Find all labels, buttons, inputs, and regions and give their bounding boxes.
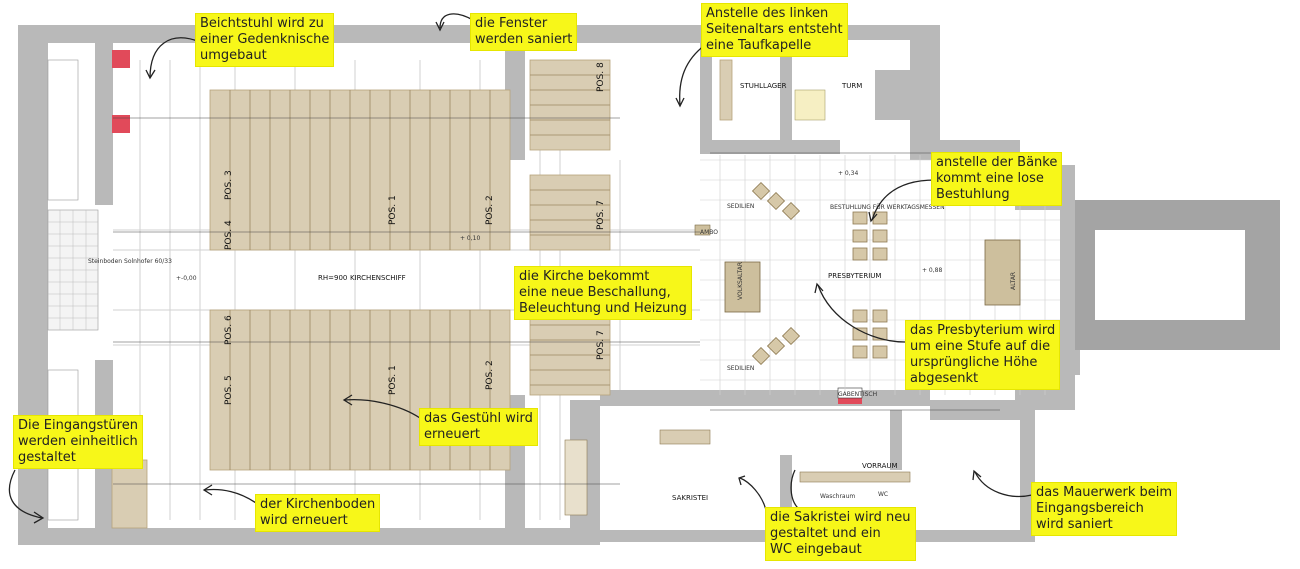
label-pos2-bottom: POS. 2 <box>485 360 495 390</box>
note-line: anstelle der Bänke <box>936 155 1058 170</box>
note-confessional: Beichtstuhl wird zu einer Gedenknische u… <box>196 14 334 66</box>
label-level-088: + 0,88 <box>922 267 942 274</box>
label-turm: TURM <box>841 82 862 90</box>
note-line: abgesenkt <box>910 371 979 386</box>
label-presbyterium: PRESBYTERIUM <box>828 272 881 280</box>
note-line: WC eingebaut <box>770 542 862 557</box>
note-line: einer Gedenknische <box>200 32 330 47</box>
label-pos7-top: POS. 7 <box>596 200 606 230</box>
label-pos5: POS. 5 <box>224 375 234 405</box>
arrow-baptism <box>679 44 706 106</box>
arrow-masonry <box>974 471 1033 498</box>
plan-labels: STUHLLAGER TURM RH=900 KIRCHENSCHIFF PRE… <box>88 62 1017 502</box>
label-pos8: POS. 8 <box>596 62 606 92</box>
label-level-010: + 0,10 <box>460 235 480 242</box>
label-wc: WC <box>878 491 888 498</box>
label-stuhllager: STUHLLAGER <box>740 82 787 90</box>
label-steinboden: Steinboden Solnhofer 60/33 <box>88 258 172 265</box>
label-vorraum: VORRAUM <box>862 462 898 470</box>
note-line: eine Taufkapelle <box>706 38 812 53</box>
arrow-sacristy <box>739 477 767 511</box>
note-line: Eingangsbereich <box>1036 501 1144 516</box>
note-line: ursprüngliche Höhe <box>910 355 1038 370</box>
annotation-arrows <box>8 13 1033 524</box>
label-waschraum: Waschraum <box>820 493 855 500</box>
label-pos2-top: POS. 2 <box>485 195 495 225</box>
note-line: werden einheitlich <box>18 434 138 449</box>
pews-nave <box>111 59 826 529</box>
label-altar: ALTAR <box>1010 272 1017 290</box>
arrow-windows <box>439 13 474 29</box>
label-pos3: POS. 3 <box>224 170 234 200</box>
label-bestuhlung: BESTUHLUNG FÜR WERKTAGSMESSEN <box>830 204 945 211</box>
arrow-presbytery <box>817 284 906 343</box>
note-line: gestaltet und ein <box>770 526 881 541</box>
arrow-confessional <box>149 37 201 79</box>
label-pos7-bottom: POS. 7 <box>596 330 606 360</box>
note-masonry: das Mauerwerk beim Eingangsbereich wird … <box>1032 483 1177 535</box>
note-line: das Gestühl wird <box>424 411 533 426</box>
label-pos1-bottom: POS. 1 <box>388 365 398 395</box>
label-rh: RH=900 <box>318 274 347 282</box>
note-line: wird erneuert <box>260 513 348 528</box>
label-ambo: AMBO <box>700 229 718 236</box>
note-line: wird saniert <box>1036 517 1113 532</box>
note-line: der Kirchenboden <box>260 497 376 512</box>
note-line: kommt eine lose <box>936 171 1044 186</box>
note-pews: das Gestühl wird erneuert <box>420 409 537 445</box>
note-line: Anstelle des linken <box>706 6 829 21</box>
arrow-floor <box>204 488 257 504</box>
note-windows: die Fenster werden saniert <box>471 14 577 50</box>
label-gabentisch: GABENTISCH <box>838 391 877 398</box>
note-line: eine neue Beschallung, <box>519 285 671 300</box>
label-kirchenschiff: KIRCHENSCHIFF <box>350 274 406 282</box>
note-floor: der Kirchenboden wird erneuert <box>256 495 380 531</box>
note-line: gestaltet <box>18 450 76 465</box>
label-volksaltar: VOLKSALTAR <box>737 262 744 300</box>
label-pos1-top: POS. 1 <box>388 195 398 225</box>
note-line: erneuert <box>424 427 481 442</box>
arrow-chairs <box>871 179 936 221</box>
note-line: die Kirche bekommt <box>519 269 650 284</box>
label-level-zero: +-0,00 <box>176 275 197 282</box>
entrance-floor <box>47 59 99 521</box>
note-line: Beichtstuhl wird zu <box>200 16 324 31</box>
label-level-034: + 0,34 <box>838 170 858 177</box>
note-line: umgebaut <box>200 48 267 63</box>
label-sedilien-bottom: SEDILIEN <box>727 365 754 372</box>
note-line: die Sakristei wird neu <box>770 510 911 525</box>
loose-chairs <box>564 181 1021 516</box>
note-sacristy: die Sakristei wird neu gestaltet und ein… <box>766 508 915 560</box>
note-line: Bestuhlung <box>936 187 1010 202</box>
note-baptism: Anstelle des linken Seitenaltars entsteh… <box>702 4 847 56</box>
note-presbytery: das Presbyterium wird um eine Stufe auf … <box>906 321 1060 389</box>
label-sedilien-top: SEDILIEN <box>727 203 754 210</box>
label-pos6: POS. 6 <box>224 315 234 345</box>
note-line: Seitenaltars entsteht <box>706 22 843 37</box>
note-line: das Presbyterium wird <box>910 323 1056 338</box>
arrow-doors <box>8 469 43 519</box>
note-line: Beleuchtung und Heizung <box>519 301 687 316</box>
note-line: die Fenster <box>475 16 548 31</box>
note-doors: Die Eingangstüren werden einheitlich ges… <box>14 416 142 468</box>
note-line: werden saniert <box>475 32 573 47</box>
note-line: um eine Stufe auf die <box>910 339 1051 354</box>
note-line: das Mauerwerk beim <box>1036 485 1173 500</box>
label-pos4: POS. 4 <box>224 220 234 250</box>
note-chairs: anstelle der Bänke kommt eine lose Bestu… <box>932 153 1062 205</box>
arrow-pews <box>344 399 421 419</box>
arrow-sacristy-2 <box>790 469 801 511</box>
label-sakristei: SAKRISTEI <box>672 494 708 502</box>
note-line: Die Eingangstüren <box>18 418 138 433</box>
note-sound: die Kirche bekommt eine neue Beschallung… <box>515 267 691 319</box>
